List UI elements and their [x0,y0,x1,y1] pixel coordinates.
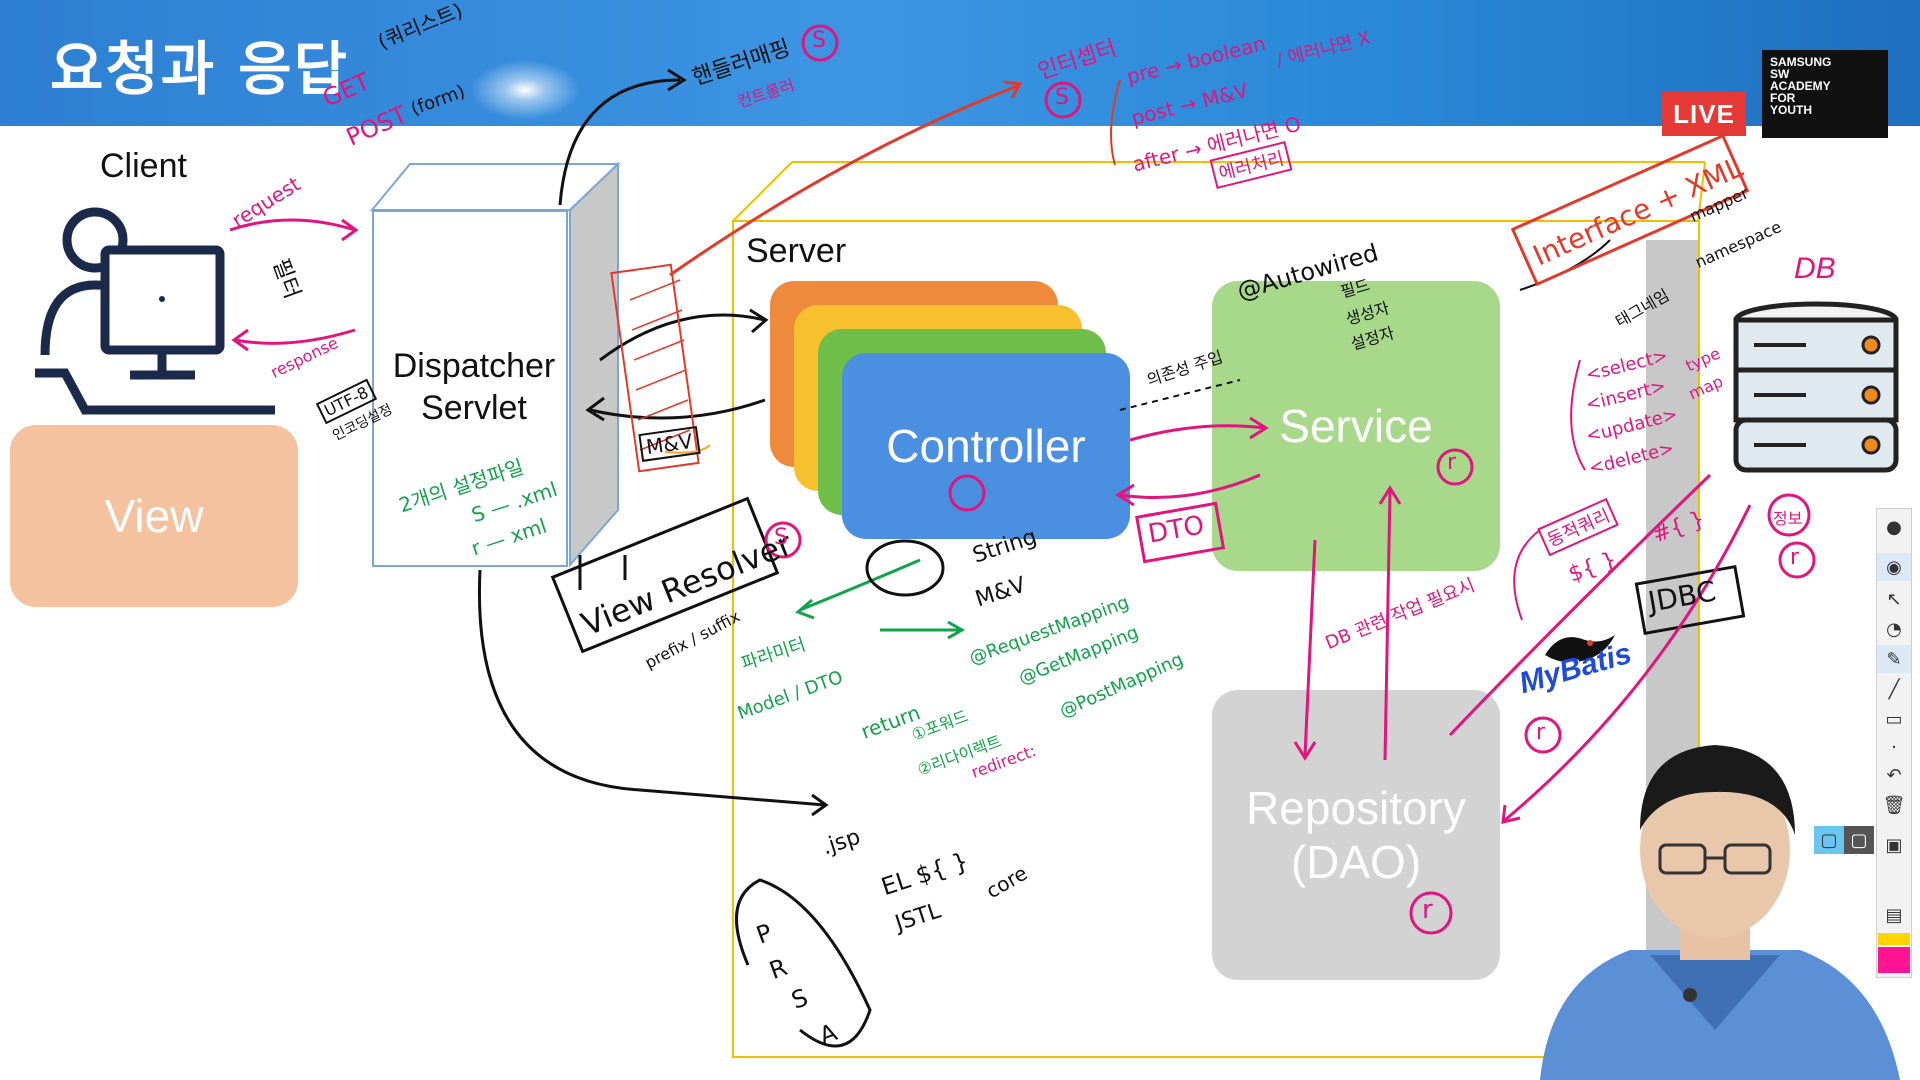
cursor-icon[interactable]: ↖ [1886,588,1902,610]
client-label: Client [100,147,187,185]
pin-icon[interactable]: ● [1886,516,1902,538]
screen-share-icon[interactable]: ▢ [1814,826,1844,854]
timer-icon[interactable]: ◔ [1886,618,1902,640]
handler-mapping-arrow [558,78,681,206]
database-icon [1733,301,1899,473]
academy-logo-line: ACADEMY [1770,79,1831,93]
response-arrow [234,328,356,345]
academy-logo-line: SAMSUNG [1770,55,1832,69]
academy-logo: SAMSUNG SW ACADEMY FOR YOUTH [1762,50,1888,138]
jdbc-box [1634,564,1746,636]
controller-to-service-arrow [1129,424,1266,442]
mybatis-bird-icon [1545,635,1615,663]
color-swatch-magenta[interactable] [1878,947,1910,973]
undo-icon[interactable]: ↶ [1886,764,1902,786]
controller-box: Controller [842,353,1130,539]
view-resolver-box [550,496,780,654]
live-badge: LIVE [1662,92,1746,136]
dispatcher-line1: Dispatcher [392,347,556,385]
academy-logo-line: SW [1770,67,1790,81]
annotation-s-mark: S [774,525,788,550]
color-swatch-yellow[interactable] [1878,933,1910,945]
clipboard-icon[interactable]: ▤ [1885,904,1903,926]
interceptor-arrow [669,83,1021,277]
page-title: 요청과 응답 [50,35,349,103]
db-label: DB [1794,252,1836,285]
client-computer-icon [35,207,275,415]
interface-xml-box [1510,133,1750,287]
annotation-r-mark: r [1422,895,1433,925]
screen-icon[interactable]: ▣ [1885,834,1903,856]
to-jsp-arrow [477,569,826,807]
dispatcher-line2: Servlet [421,389,527,427]
server-container [732,220,1700,1058]
repository-line2: (DAO) [1290,836,1422,888]
line-icon[interactable]: ╱ [1888,678,1900,700]
server-label: Server [746,232,847,270]
presenter-video [1540,745,1900,1080]
annotation-r-mark: r [1790,545,1800,570]
slide-header: 요청과 응답 [0,0,1920,126]
dispatcher-side-face [370,161,621,568]
pen-icon[interactable]: ✎ [1877,645,1911,673]
header-glow [470,60,580,120]
from-controller-arrow [589,398,766,420]
annotation-s-mark: S [812,28,826,53]
annotation-r-mark: r [1447,450,1457,475]
interceptor-hatch [610,263,700,473]
academy-logo-line: FOR [1770,91,1796,105]
dispatcher-servlet-label: Dispatcher Servlet [384,345,564,429]
eye-icon[interactable]: ◉ [1877,553,1911,581]
dispatcher-servlet-box [372,210,568,567]
repository-box: Repository (DAO) [1212,690,1500,980]
trash-icon[interactable]: 🗑 [1882,794,1906,816]
screen-mode-icon[interactable]: ▢ [1844,826,1874,854]
dot-icon[interactable]: · [1891,736,1897,758]
view-box: View [10,425,298,607]
annotation-s-mark: S [1055,85,1069,110]
repository-line1: Repository [1246,782,1466,834]
academy-logo-line: YOUTH [1770,103,1812,117]
drawing-toolbar: ● ◉ ↖ ◔ ✎ ╱ ▭ · ↶ 🗑 ▣ ▤ [1876,508,1912,978]
eraser-icon[interactable]: ▭ [1885,708,1903,730]
service-to-repo-arrow [1303,539,1317,756]
request-arrow [229,218,356,232]
annotation-r-mark: r [1536,720,1546,745]
screen-mode-buttons: ▢ ▢ [1814,826,1876,854]
to-controller-arrow [599,313,766,362]
dto-box [1135,501,1226,564]
annotation-info: 정보 [1773,509,1803,528]
